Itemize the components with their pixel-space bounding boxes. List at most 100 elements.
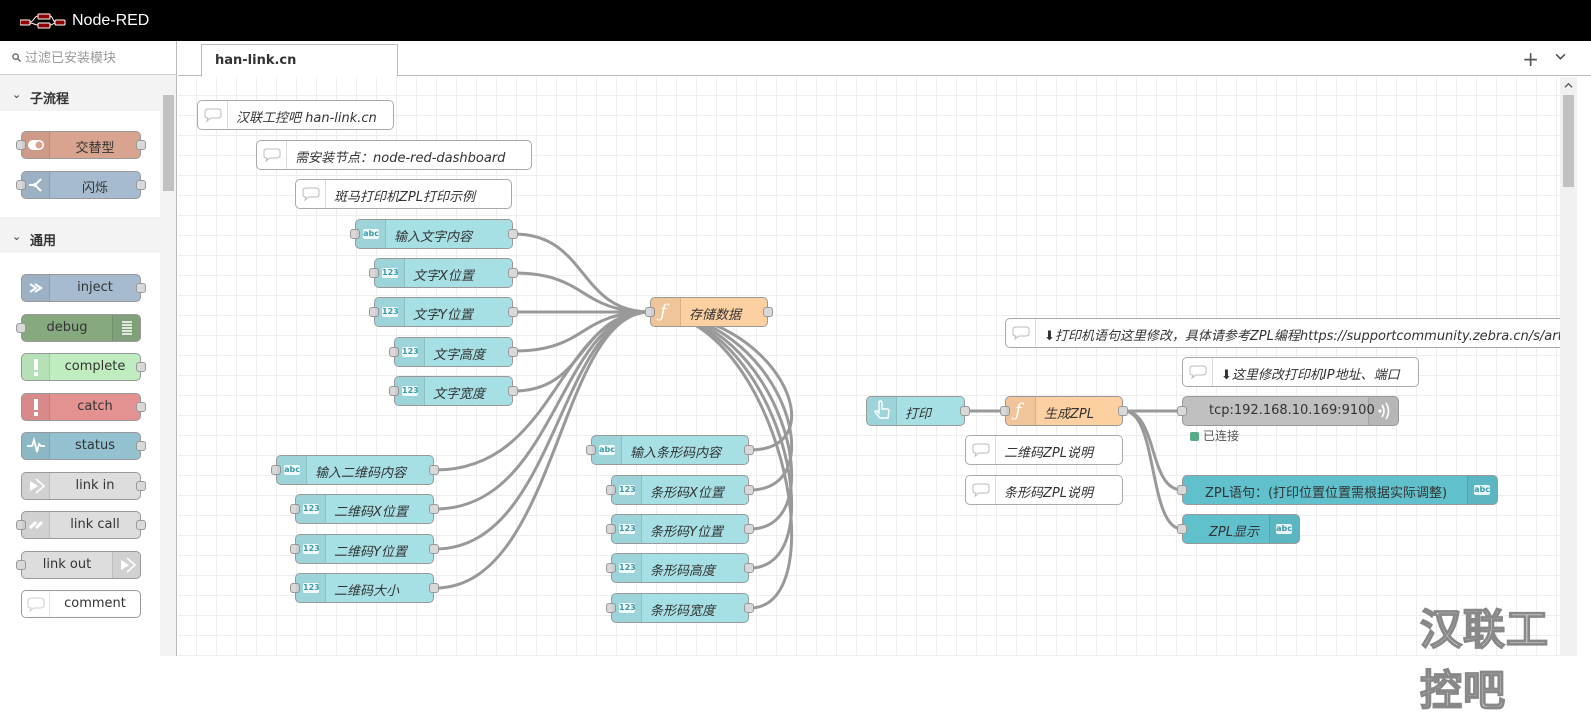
palette-node-label: inject xyxy=(77,280,113,295)
output-port xyxy=(429,465,439,475)
comment-node-dashboard[interactable]: 需安装节点：node-red-dashboard xyxy=(256,140,532,170)
node-label: 文字Y位置 xyxy=(413,308,473,323)
numeric-icon: 123 xyxy=(612,594,642,622)
text-input-node[interactable]: abc 输入条形码内容 xyxy=(586,435,754,465)
palette-node-link-in[interactable]: link in xyxy=(21,472,146,500)
comment-icon xyxy=(257,141,287,169)
numeric-input-node[interactable]: 123 文字X位置 xyxy=(369,258,518,288)
numeric-input-node[interactable]: 123 条形码Y位置 xyxy=(606,514,754,544)
add-tab-button[interactable]: + xyxy=(1522,47,1539,71)
node-label: 条形码高度 xyxy=(650,564,716,579)
palette-node-link-call[interactable]: link call xyxy=(16,511,146,539)
comment-node-qr-zpl[interactable]: 二维码ZPL说明 xyxy=(965,435,1123,465)
input-port xyxy=(290,504,300,514)
comment-icon xyxy=(22,591,50,617)
tcp-status: 已连接 xyxy=(1190,427,1239,444)
status-text: 已连接 xyxy=(1203,429,1240,443)
output-port xyxy=(136,520,146,530)
text-output-node-zpl[interactable]: ZPL语句：(打印位置位置需根据实际调整) abc xyxy=(1177,475,1498,505)
node-label: 条形码Y位置 xyxy=(650,525,723,540)
input-port xyxy=(369,268,379,278)
wire xyxy=(434,310,651,511)
palette-node-link-out[interactable]: link out xyxy=(16,551,141,579)
function-icon: ƒ xyxy=(651,298,681,326)
tcp-out-node[interactable]: tcp:192.168.10.169:9100 xyxy=(1177,396,1399,426)
input-port xyxy=(1177,406,1187,416)
output-port xyxy=(508,268,518,278)
numeric-icon-label: 123 xyxy=(619,524,636,534)
output-port xyxy=(136,441,146,451)
output-port xyxy=(744,524,754,534)
flow-wires xyxy=(434,232,1183,610)
palette-node-inject[interactable]: inject xyxy=(21,274,146,302)
output-port xyxy=(508,307,518,317)
text-output-node-display[interactable]: ZPL显示 abc xyxy=(1177,514,1300,544)
chevron-down-icon[interactable] xyxy=(1555,51,1566,62)
function-node-zpl[interactable]: ƒ 生成ZPL xyxy=(1000,396,1128,426)
palette-node-label: complete xyxy=(64,359,126,374)
comment-node-zpl-ref[interactable]: ⬇打印机语句这里修改，具体请参考ZPL编程https://supportcomm… xyxy=(1005,318,1560,348)
palette-node-debug[interactable]: debug xyxy=(16,314,141,342)
node-label: tcp:192.168.10.169:9100 xyxy=(1209,403,1375,418)
numeric-icon: 123 xyxy=(612,515,642,543)
workspace-scrollbar[interactable] xyxy=(1560,77,1577,656)
text-input-node[interactable]: abc 输入文字内容 xyxy=(350,219,518,249)
numeric-input-node[interactable]: 123 二维码大小 xyxy=(290,573,439,603)
watermark: 汉联工控吧 xyxy=(1419,604,1550,716)
scroll-thumb[interactable] xyxy=(163,95,174,191)
palette-node-complete[interactable]: complete xyxy=(21,353,146,381)
node-red-logo-icon xyxy=(20,13,66,29)
node-label: 输入二维码内容 xyxy=(315,466,407,481)
scroll-thumb[interactable] xyxy=(1563,95,1574,187)
chevron-up-icon[interactable] xyxy=(1564,81,1573,90)
palette-node-catch[interactable]: catch xyxy=(21,393,146,421)
comment-node-ip[interactable]: ⬇这里修改打印机IP地址、端口 xyxy=(1182,357,1419,387)
exclamation-icon xyxy=(22,354,50,380)
output-port xyxy=(508,386,518,396)
palette-filter-input[interactable] xyxy=(25,47,170,69)
numeric-input-node[interactable]: 123 条形码高度 xyxy=(606,553,754,583)
palette-scrollbar[interactable] xyxy=(160,81,176,656)
palette-node-comment[interactable]: comment xyxy=(21,590,141,618)
node-label: 输入条形码内容 xyxy=(630,446,722,461)
text-input-node[interactable]: abc 输入二维码内容 xyxy=(271,455,439,485)
comment-node-han-link[interactable]: 汉联工控吧 han-link.cn xyxy=(197,100,394,130)
numeric-icon: 123 xyxy=(612,554,642,582)
comment-node-zebra[interactable]: 斑马打印机ZPL打印示例 xyxy=(295,179,512,209)
output-port xyxy=(508,229,518,239)
numeric-input-node[interactable]: 123 条形码X位置 xyxy=(606,475,754,505)
category-common-header[interactable]: ⌄ 通用 xyxy=(0,223,160,253)
node-label: 斑马打印机ZPL打印示例 xyxy=(334,190,475,205)
input-port xyxy=(1177,485,1187,495)
numeric-input-node[interactable]: 123 文字宽度 xyxy=(389,376,518,406)
search-icon xyxy=(12,53,21,62)
input-port xyxy=(606,603,616,613)
palette-node-label: link out xyxy=(42,557,92,572)
comment-icon xyxy=(1006,319,1036,347)
category-subflow-header[interactable]: ⌄ 子流程 xyxy=(0,81,160,111)
wire xyxy=(1123,409,1183,492)
numeric-input-node[interactable]: 123 文字高度 xyxy=(389,337,518,367)
palette-node-blink[interactable]: 闪烁 xyxy=(16,171,146,199)
output-port xyxy=(429,544,439,554)
node-label: 条形码ZPL说明 xyxy=(1004,486,1093,501)
comment-node-bar-zpl[interactable]: 条形码ZPL说明 xyxy=(965,475,1123,505)
node-label: ⬇打印机语句这里修改，具体请参考ZPL编程https://supportcomm… xyxy=(1044,329,1560,344)
bridge-icon xyxy=(1368,397,1398,425)
numeric-icon-label: 123 xyxy=(402,386,419,396)
numeric-icon-label: 123 xyxy=(303,544,320,554)
palette-node-label: 交替型 xyxy=(75,141,115,156)
palette-node-toggle[interactable]: 交替型 xyxy=(16,131,146,159)
numeric-input-node[interactable]: 123 二维码X位置 xyxy=(290,494,439,524)
function-node-store[interactable]: ƒ 存储数据 xyxy=(645,297,773,327)
input-port xyxy=(350,229,360,239)
button-node-print[interactable]: 打印 xyxy=(866,396,970,426)
flow-workspace[interactable]: 汉联工控吧 han-link.cn 需安装节点：node-red-dashboa… xyxy=(178,77,1560,656)
input-port xyxy=(16,323,26,333)
numeric-input-node[interactable]: 123 二维码Y位置 xyxy=(290,534,439,564)
palette-node-status[interactable]: status xyxy=(21,432,146,460)
numeric-input-node[interactable]: 123 条形码宽度 xyxy=(606,593,754,623)
numeric-input-node[interactable]: 123 文字Y位置 xyxy=(369,297,518,327)
tab-han-link[interactable]: han-link.cn xyxy=(201,44,398,77)
category-common-body: inject debug complete catch status link … xyxy=(0,253,160,656)
